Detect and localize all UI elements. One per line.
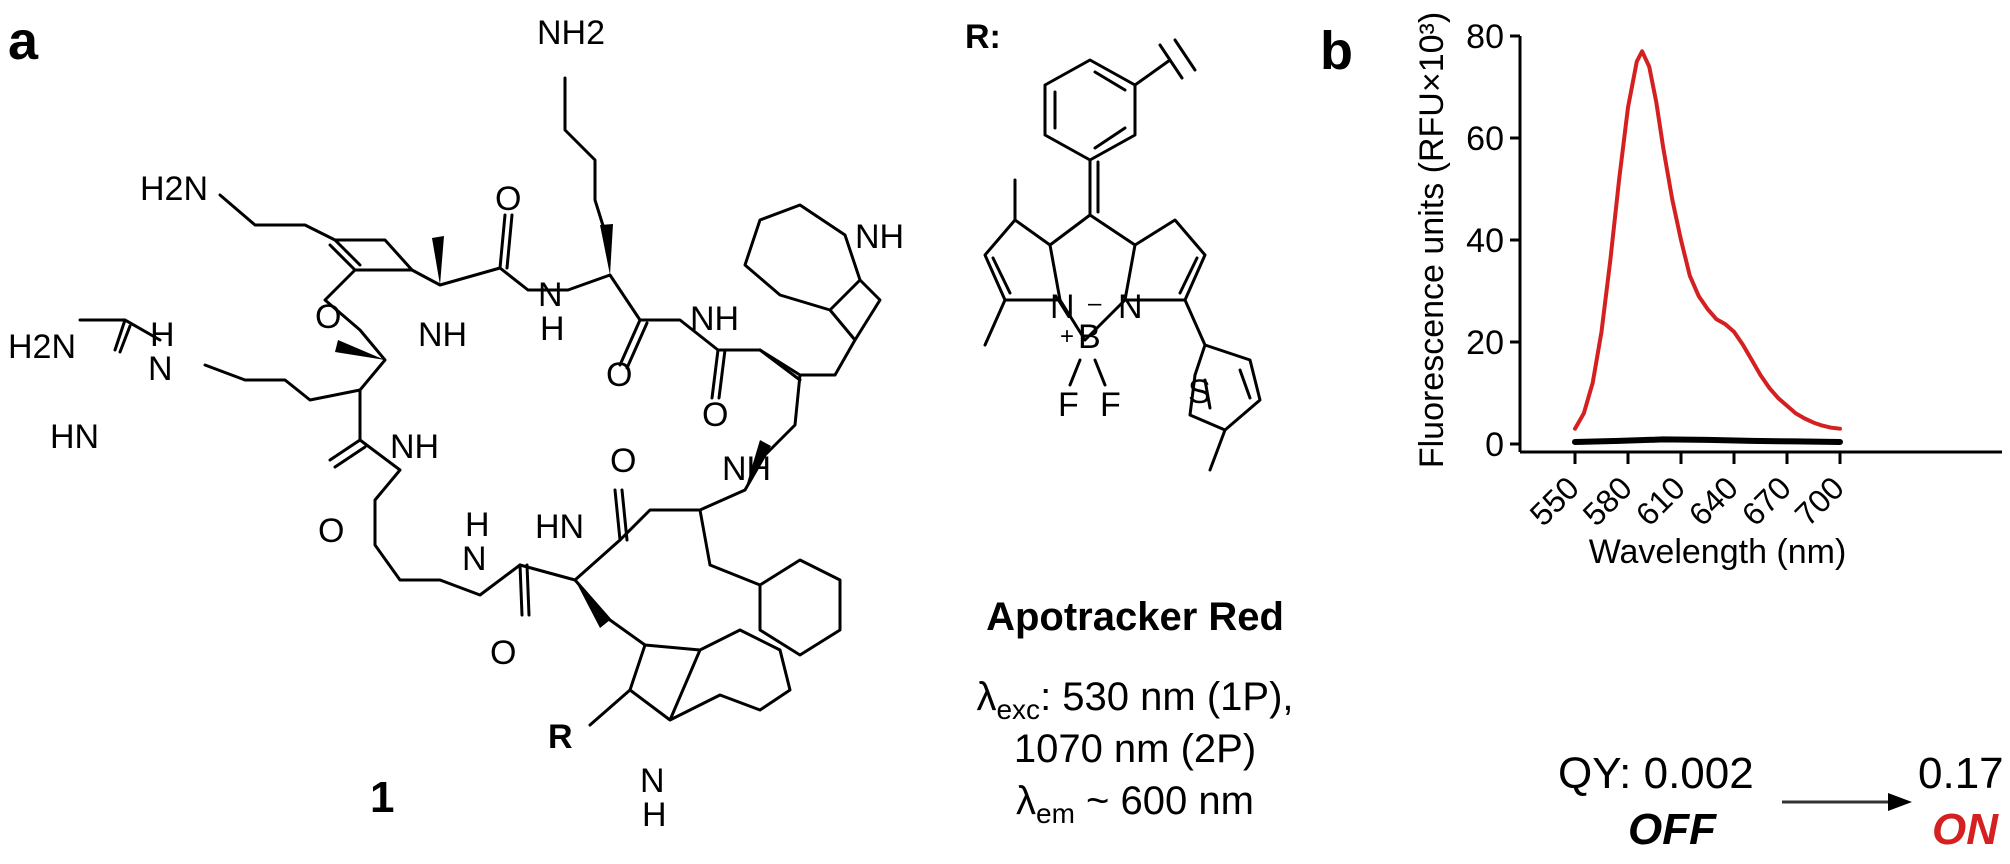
y-axis-label: Fluorescence units (RFU×10³) [1413, 12, 1451, 468]
amide-nh-4: NH [390, 428, 440, 466]
compound-number: 1 [370, 773, 395, 822]
x-tick-label-580: 580 [1576, 469, 1639, 532]
emission-wavelength: λem ~ 600 nm [1016, 779, 1254, 829]
bodipy-f1: F [1058, 386, 1079, 424]
carbonyl-o-3: O [702, 396, 729, 434]
nh2-top-label: NH2 [537, 14, 606, 52]
qy-off-value: QY: 0.002 [1558, 749, 1754, 798]
amide-nh-5: NH [722, 450, 772, 488]
y-tick-label-40: 40 [1466, 222, 1504, 260]
amide-nh-3: NH [690, 300, 740, 338]
series-line-2 [1572, 436, 1843, 445]
excitation-wavelength: λexc: 530 nm (1P), [976, 675, 1294, 725]
carbonyl-o-7: O [490, 634, 517, 672]
r-attach-label: R [548, 718, 573, 756]
amide-nh-1: NH [418, 316, 468, 354]
panel-a-letter: a [8, 11, 39, 71]
h2n-guanidine-label: H2N [8, 328, 77, 366]
bodipy-b: B [1078, 318, 1101, 356]
x-tick-label-550: 550 [1523, 469, 1586, 532]
y-tick-label-80: 80 [1466, 18, 1504, 56]
x-tick-label-610: 610 [1629, 469, 1692, 532]
peptide-structure [78, 76, 882, 727]
off-label: OFF [1628, 805, 1716, 854]
y-tick-label-60: 60 [1466, 120, 1504, 158]
amide-n-2: N [538, 276, 563, 314]
carbonyl-o-2: O [606, 356, 633, 394]
amide-n-7: N [462, 540, 487, 578]
on-label: ON [1932, 805, 1998, 854]
indole-bottom-h-label: H [642, 796, 667, 834]
carbonyl-o-1: O [495, 180, 522, 218]
hn-guanidine-label: HN [50, 418, 100, 456]
amide-hn-6: HN [535, 508, 585, 546]
indole-bottom-n-label: N [640, 762, 665, 800]
x-tick-label-700: 700 [1788, 469, 1851, 532]
series-line-1 [1573, 49, 1842, 431]
indole-nh-label: NH [855, 218, 905, 256]
x-tick-label-670: 670 [1735, 469, 1798, 532]
amide-h-7: H [465, 506, 490, 544]
y-tick-label-20: 20 [1466, 324, 1504, 362]
y-tick-label-0: 0 [1485, 426, 1504, 464]
bodipy-n-right: N [1118, 288, 1143, 326]
x-tick-label-640: 640 [1682, 469, 1745, 532]
h2n-left-label: H2N [140, 170, 209, 208]
thiophene-s: S [1188, 373, 1211, 411]
panel-b-letter: b [1320, 21, 1353, 81]
off-to-on-arrow [1782, 793, 1912, 811]
excitation-2p: 1070 nm (2P) [1013, 727, 1257, 771]
carbonyl-o-6: O [610, 442, 637, 480]
qy-on-value: 0.17 [1918, 749, 2004, 798]
carbonyl-o-4: O [315, 298, 342, 336]
carbonyl-o-5: O [318, 512, 345, 550]
r-group-label: R: [965, 18, 1001, 56]
x-axis-label: Wavelength (nm) [1589, 533, 1847, 571]
nh-guanidine-h-label: H [150, 316, 175, 354]
bodipy-plus: + [1060, 323, 1075, 350]
nh-guanidine-n-label: N [148, 350, 173, 388]
bodipy-f2: F [1100, 386, 1121, 424]
bodipy-structure [983, 38, 1262, 472]
amide-h-2: H [540, 310, 565, 348]
bodipy-minus: – [1088, 290, 1102, 317]
dye-name: Apotracker Red [986, 595, 1284, 639]
bodipy-n-left: N [1050, 288, 1075, 326]
